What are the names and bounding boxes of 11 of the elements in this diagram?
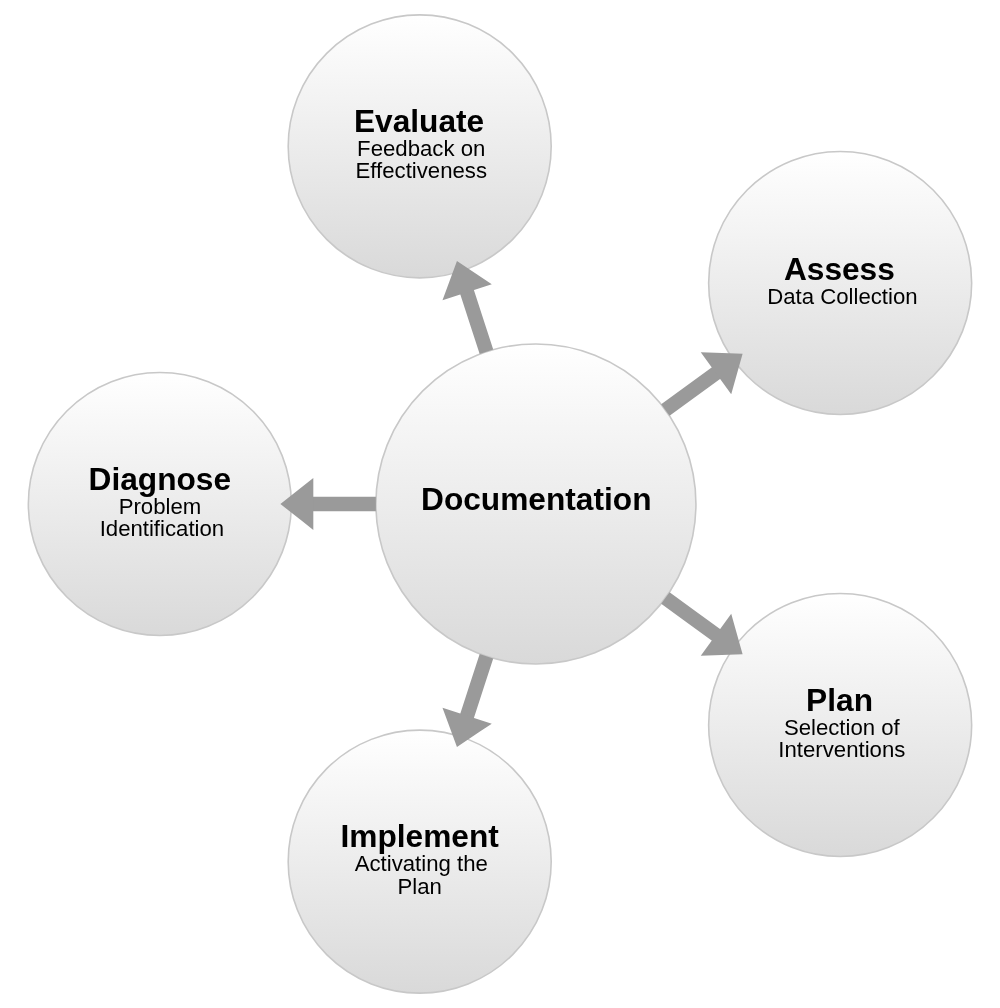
node-circle: Diagnose Problem Identification — [27, 371, 293, 637]
node-circle: Plan Selection of Interventions — [707, 592, 973, 858]
arrow — [280, 478, 376, 530]
arrow — [442, 654, 494, 747]
node-circle: Evaluate Feedback on Effectiveness — [287, 14, 552, 279]
node-circle: Implement Activating the Plan — [287, 729, 552, 994]
arrow — [442, 261, 494, 354]
arrow — [661, 352, 743, 416]
node-circle: Assess Data Collection — [707, 150, 973, 416]
node-circle: Documentation — [375, 343, 697, 665]
arrow — [661, 592, 743, 656]
